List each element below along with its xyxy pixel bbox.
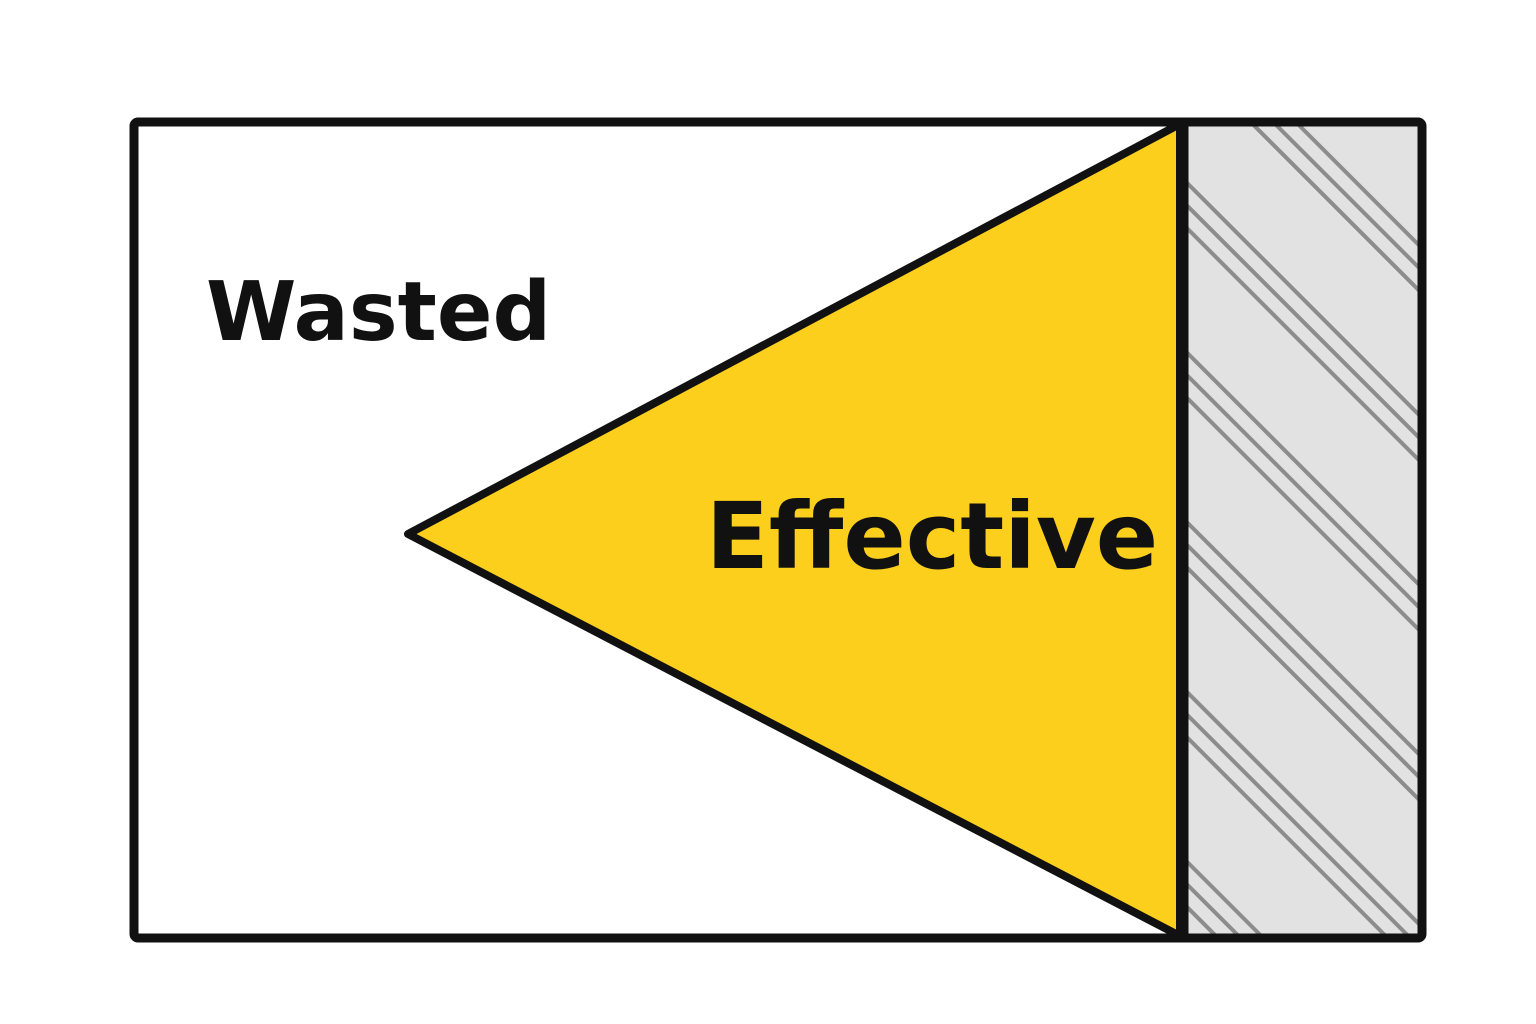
outer-frame: [129, 117, 1427, 943]
effective-label: Effective: [706, 483, 1158, 590]
wasted-label: Wasted: [206, 265, 551, 360]
hatched-panel: [1184, 122, 1422, 938]
